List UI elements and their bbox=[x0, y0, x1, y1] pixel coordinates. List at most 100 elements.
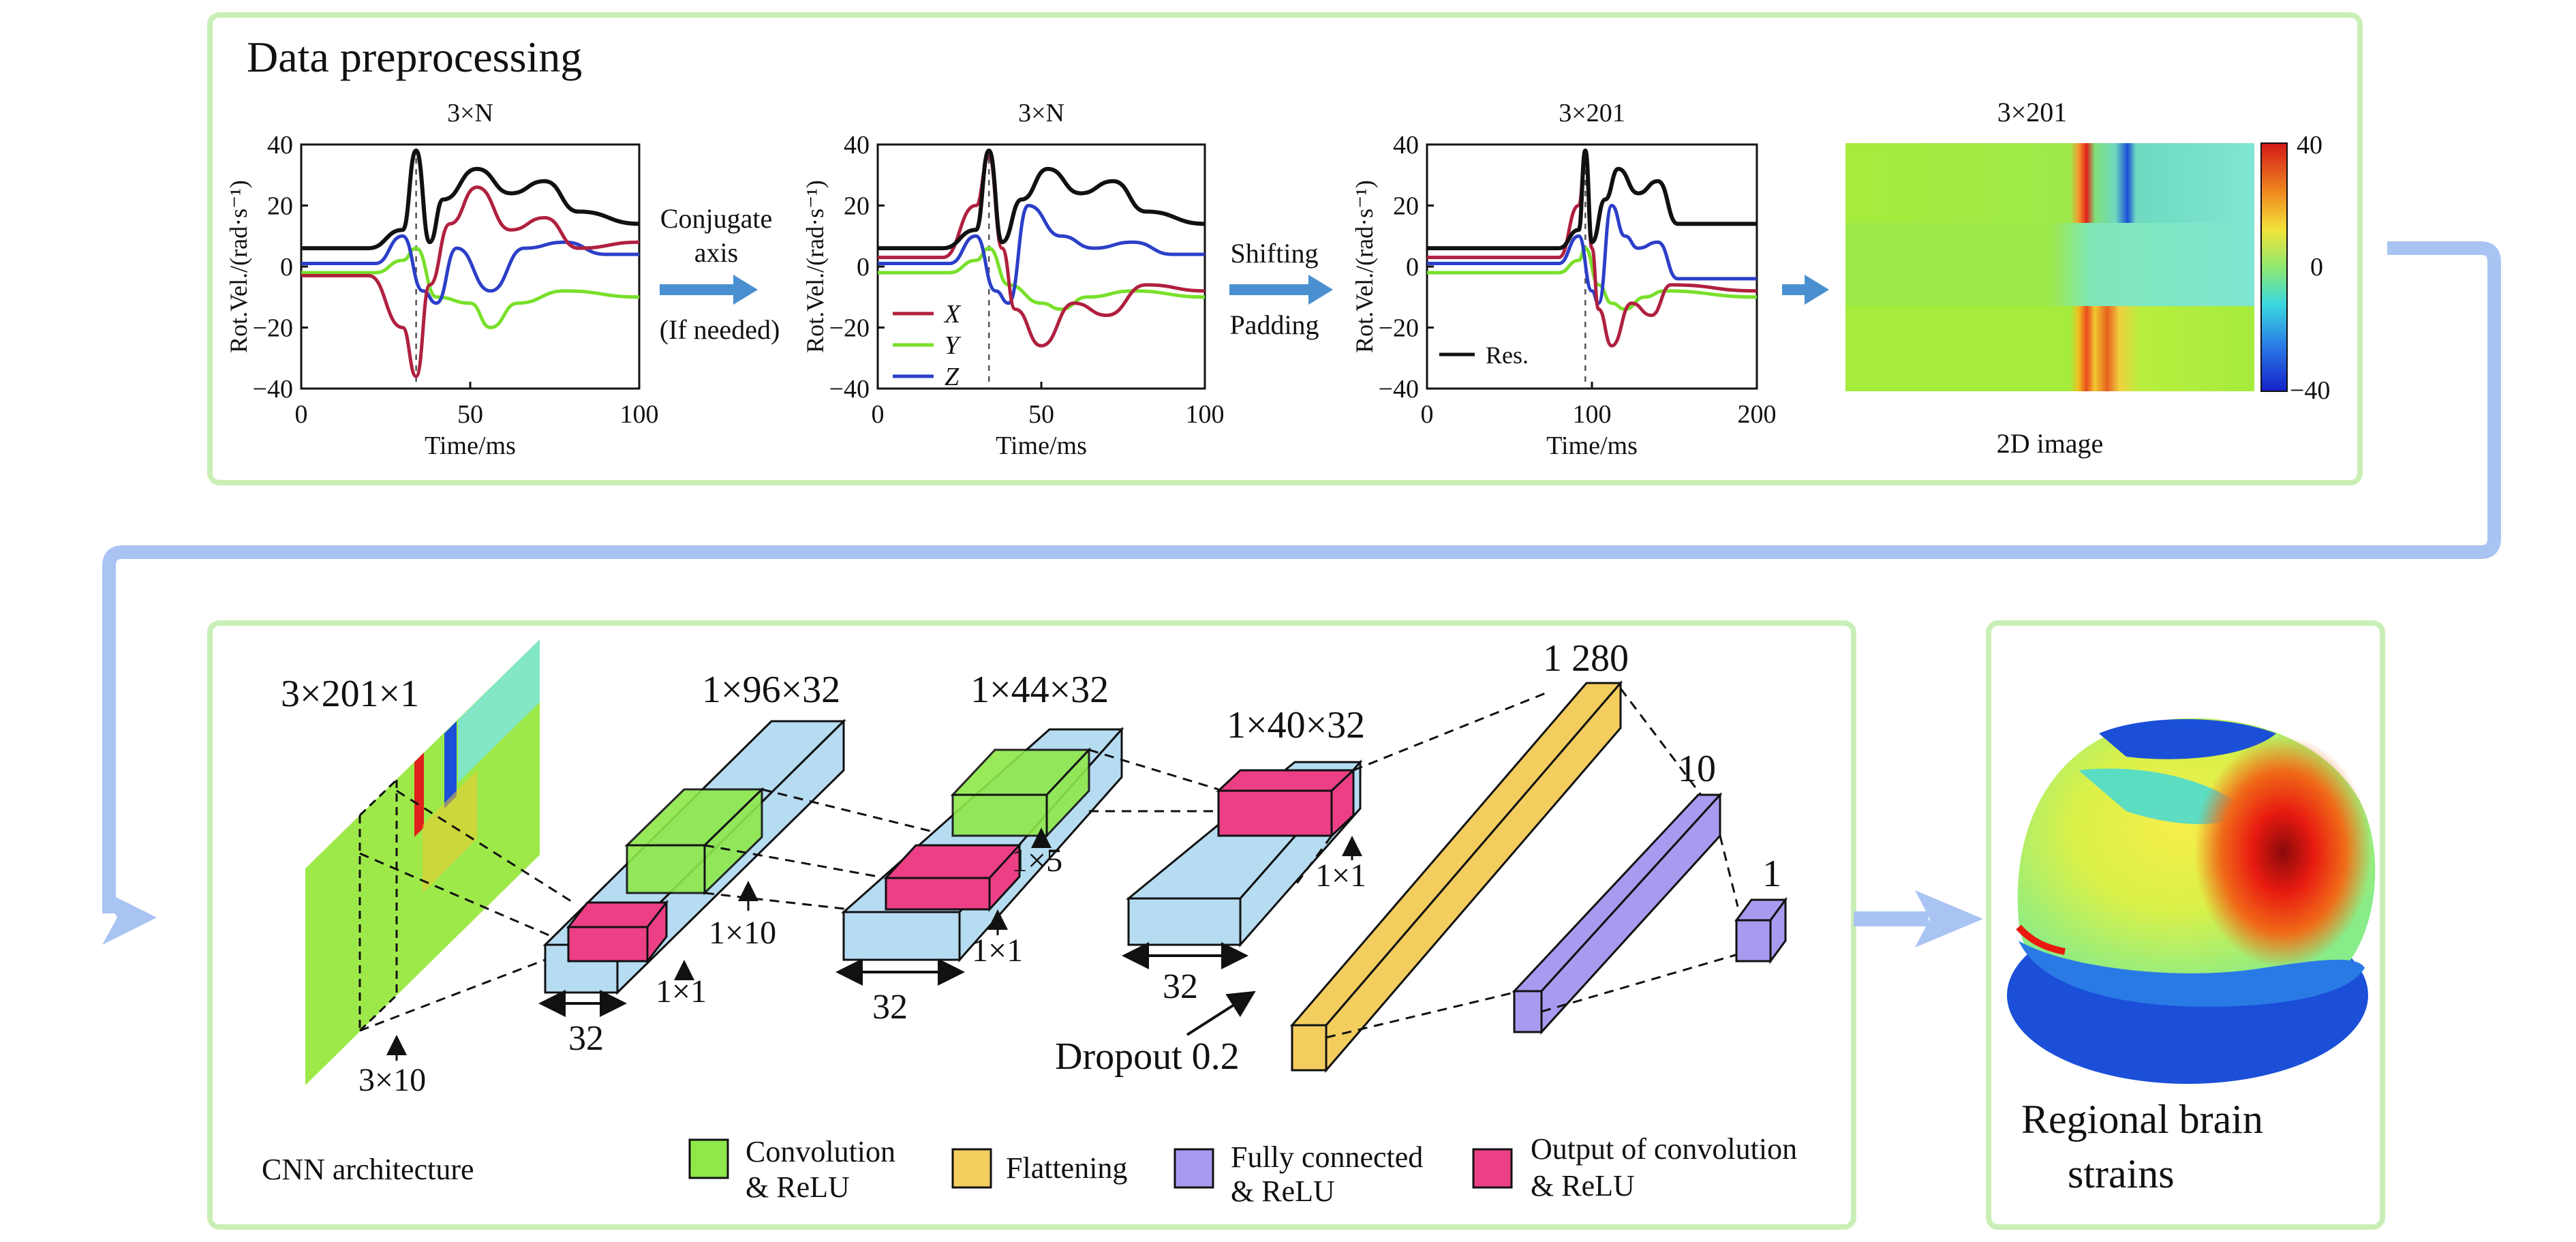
x-tick-label: 50 bbox=[1028, 400, 1054, 429]
colorbar-tick-bottom: −40 bbox=[2290, 376, 2330, 405]
y-tick-label: 20 bbox=[267, 192, 293, 221]
legend-out-1: Output of convolution bbox=[1531, 1132, 1797, 1166]
shifting-arrowhead bbox=[1308, 275, 1333, 305]
x-axis-label: Time/ms bbox=[1546, 431, 1638, 460]
label-out: 1 bbox=[1762, 853, 1781, 895]
y-axis-label: Rot.Vel./(rad·s⁻¹) bbox=[801, 180, 829, 353]
legend-conv-1: Convolution bbox=[746, 1135, 895, 1168]
heat-row-1 bbox=[1845, 143, 2254, 223]
block1-out-front bbox=[567, 926, 649, 963]
block3-out-top bbox=[1216, 769, 1356, 792]
conjugate-label-1: Conjugate bbox=[660, 203, 772, 234]
x-tick-label: 200 bbox=[1738, 400, 1777, 429]
fc-to-out-a bbox=[1719, 835, 1739, 907]
proj-line-1 bbox=[396, 789, 572, 903]
legend-label-x: X bbox=[943, 300, 962, 329]
label-b1: 1×96×32 bbox=[702, 669, 840, 711]
label-w2: 32 bbox=[872, 988, 908, 1027]
series-x-line bbox=[878, 155, 1206, 348]
x-axis-label: Time/ms bbox=[425, 431, 516, 460]
series-res-line bbox=[878, 148, 1206, 251]
label-dropout: Dropout 0.2 bbox=[1055, 1035, 1240, 1078]
block2-to-block3-a bbox=[1088, 748, 1219, 791]
flatten-to-fc-a bbox=[1619, 688, 1702, 796]
brain-title-1: Regional brain bbox=[2021, 1097, 2263, 1142]
label-k-1x5: 1×5 bbox=[1011, 843, 1062, 879]
legend-label-z: Z bbox=[945, 363, 960, 391]
legend-swatch-out bbox=[1472, 1148, 1513, 1189]
x-tick-label: 100 bbox=[1573, 400, 1612, 429]
series-y-line bbox=[301, 246, 640, 330]
series-x-line bbox=[301, 185, 640, 378]
y-tick-label: −20 bbox=[253, 314, 293, 343]
image-2d-title: 3×201 bbox=[1997, 97, 2068, 127]
flow-arrow-head-into-cnn bbox=[102, 890, 157, 945]
y-tick-label: 0 bbox=[1406, 253, 1419, 282]
y-axis-label: Rot.Vel./(rad·s⁻¹) bbox=[1351, 180, 1378, 353]
block1-to-block2-b bbox=[704, 844, 887, 879]
series-y-line bbox=[1427, 246, 1758, 312]
legend-out-2: & ReLU bbox=[1531, 1169, 1635, 1202]
y-tick-label: 40 bbox=[844, 131, 870, 160]
y-axis-label: Rot.Vel./(rad·s⁻¹) bbox=[225, 180, 252, 353]
plot-frame bbox=[300, 143, 641, 390]
label-w1: 32 bbox=[568, 1019, 604, 1058]
image-arrow bbox=[1782, 284, 1805, 295]
input-plane-teal bbox=[458, 639, 540, 783]
image-2d: 3×201 40 0 −40 2D image bbox=[1845, 97, 2330, 459]
block3-to-flatten-a bbox=[1353, 691, 1548, 772]
legend-fc-1: Fully connected bbox=[1231, 1140, 1423, 1174]
block2-front bbox=[842, 911, 961, 961]
block2-conv-front bbox=[951, 793, 1048, 837]
colorbar bbox=[2260, 142, 2288, 392]
legend-label-y: Y bbox=[945, 331, 962, 360]
plot-title: 3×201 bbox=[1559, 99, 1625, 127]
image-arrowhead bbox=[1805, 275, 1829, 305]
conjugate-label-2: axis bbox=[694, 237, 738, 268]
x-tick-label: 0 bbox=[295, 400, 308, 429]
fc-to-out-b bbox=[1541, 953, 1738, 1013]
block2-out-front bbox=[885, 877, 991, 911]
y-tick-label: −40 bbox=[253, 375, 293, 404]
plot-title: 3×N bbox=[447, 99, 493, 127]
fc-top bbox=[1512, 793, 1723, 993]
label-fc10: 10 bbox=[1678, 748, 1716, 790]
out-front bbox=[1735, 919, 1772, 963]
cnn-title: CNN architecture bbox=[262, 1153, 474, 1186]
brain-blue-top bbox=[2099, 718, 2276, 759]
brain-image bbox=[2007, 718, 2376, 1084]
heat-row-3 bbox=[1845, 306, 2254, 391]
heat-row-2 bbox=[1845, 223, 2254, 306]
image-2d-caption: 2D image bbox=[1997, 428, 2104, 459]
label-k1-1x1: 1×1 bbox=[656, 973, 707, 1010]
legend-swatch-fc bbox=[1174, 1148, 1214, 1189]
x-tick-label: 0 bbox=[872, 400, 885, 429]
step-conjugate: Conjugate axis (If needed) bbox=[660, 203, 780, 345]
plot-frame bbox=[876, 143, 1206, 390]
fc-side bbox=[1540, 792, 1721, 1035]
flow-arrow-head-brain bbox=[1915, 890, 1983, 948]
label-b3: 1×40×32 bbox=[1227, 704, 1365, 746]
label-kernel-in: 3×10 bbox=[358, 1062, 426, 1098]
label-w3: 32 bbox=[1163, 967, 1198, 1006]
conjugate-arrowhead bbox=[733, 275, 758, 305]
block3-front bbox=[1127, 897, 1242, 946]
proj-line-2 bbox=[359, 852, 572, 946]
y-tick-label: 0 bbox=[280, 253, 293, 282]
plot-title: 3×N bbox=[1018, 99, 1064, 127]
series-x-line bbox=[1427, 155, 1758, 348]
y-tick-label: 20 bbox=[1393, 192, 1419, 221]
y-tick-label: 40 bbox=[1393, 131, 1419, 160]
fc-front bbox=[1513, 990, 1543, 1033]
preprocessing-title: Data preprocessing bbox=[247, 33, 582, 81]
y-tick-label: 40 bbox=[267, 131, 293, 160]
block3-out-front bbox=[1217, 789, 1333, 837]
legend-conv-2: & ReLU bbox=[746, 1170, 850, 1204]
conjugate-label-3: (If needed) bbox=[660, 314, 780, 345]
brain-hotspot bbox=[2194, 736, 2372, 968]
colorbar-tick-top: 40 bbox=[2297, 131, 2322, 160]
shifting-arrow bbox=[1229, 284, 1310, 295]
